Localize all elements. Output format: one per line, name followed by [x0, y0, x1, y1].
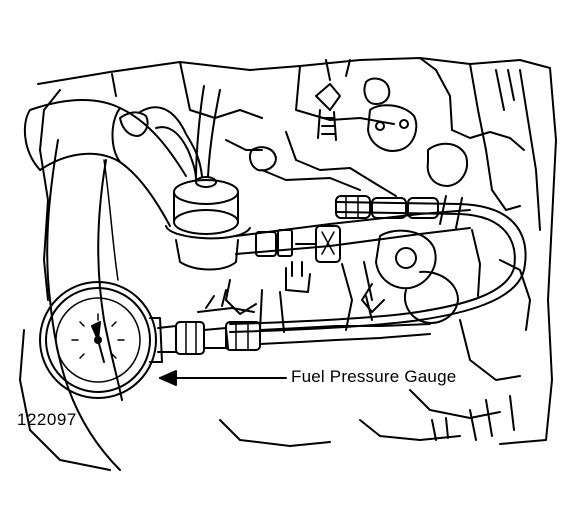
- engine-fittings: [361, 195, 481, 324]
- fuel-pressure-gauge-icon: [39, 281, 163, 399]
- callout-arrow-icon: [159, 370, 287, 386]
- fuel-rail: [225, 209, 471, 333]
- intake-tube: [23, 99, 187, 471]
- engine-block-outline: [19, 57, 557, 471]
- gauge-hose: [157, 289, 431, 355]
- fuel-return-line: [229, 195, 527, 333]
- vacuum-hose: [119, 85, 221, 181]
- fuel-pressure-regulator: [165, 176, 251, 271]
- throttle-assembly: [225, 77, 468, 197]
- fuel-pressure-gauge-label: Fuel Pressure Gauge: [291, 367, 457, 386]
- figure-number: 122097: [17, 410, 77, 429]
